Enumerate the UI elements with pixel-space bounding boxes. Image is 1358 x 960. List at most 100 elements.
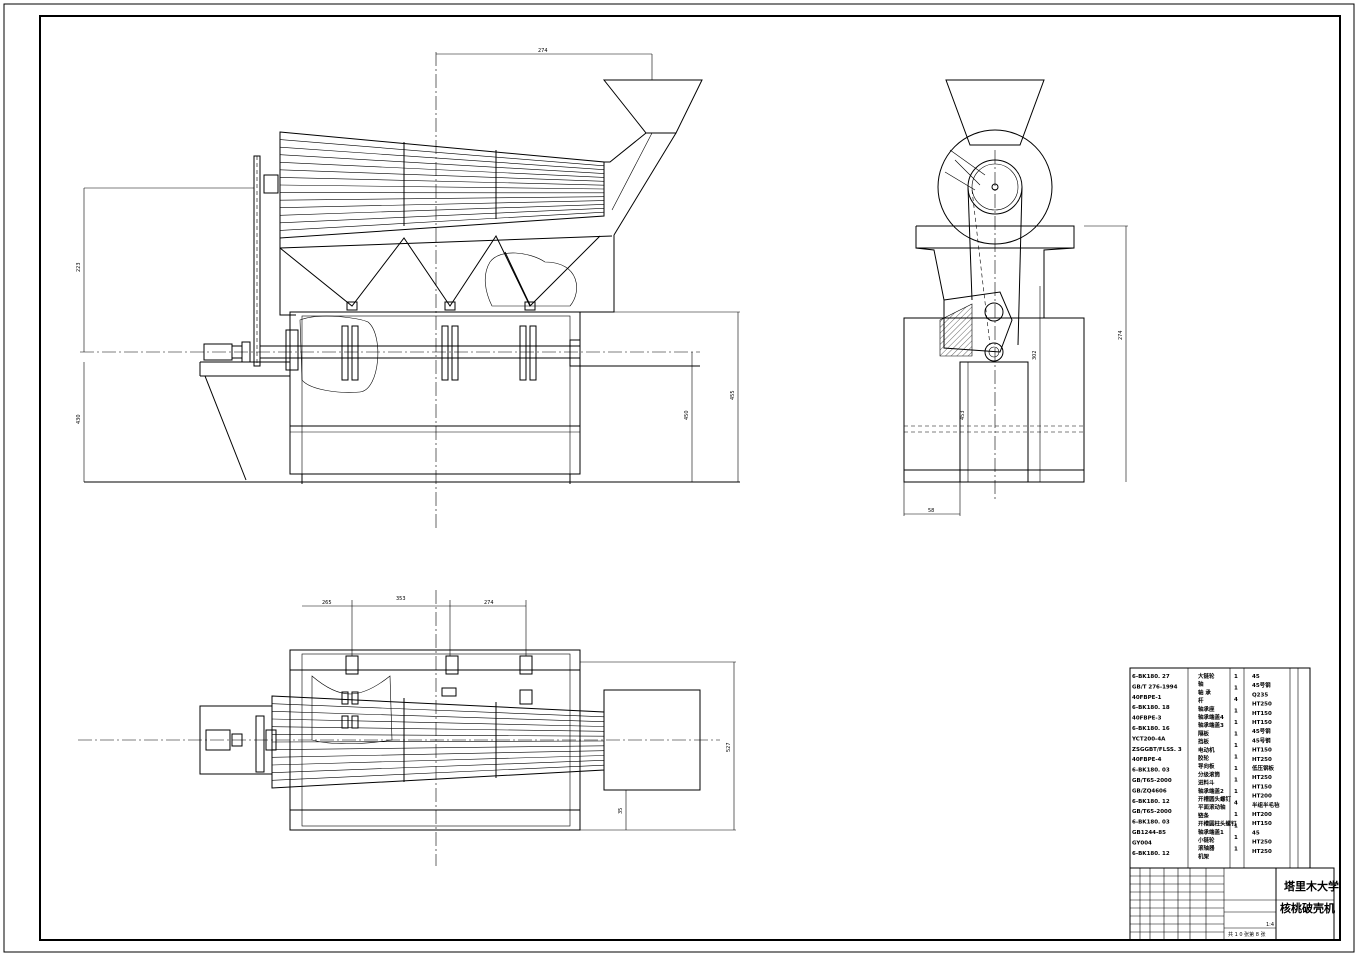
bom-cell: HT150 xyxy=(1252,821,1272,827)
drum-slat xyxy=(280,201,604,208)
bom-cell: GB/ZQ4606 xyxy=(1132,788,1167,794)
bom-cell: 6-BK180. 27 xyxy=(1132,674,1170,680)
bom-cell: 1 xyxy=(1234,743,1238,749)
bom-cell: 1 xyxy=(1234,778,1238,784)
bom-cell: 1 xyxy=(1234,812,1238,818)
dim-text: 265 xyxy=(322,600,332,606)
bom-cell: 分级滚筒 xyxy=(1198,770,1221,778)
bom-cell: 45号钢 xyxy=(1252,681,1271,689)
bom-cell: 45号钢 xyxy=(1252,727,1271,735)
bom-cell: 6-BK180. 03 xyxy=(1132,820,1170,826)
drum-slat xyxy=(280,177,604,185)
drum-slat xyxy=(280,140,604,166)
bom-cell: GB1244-85 xyxy=(1132,830,1166,836)
bom-cell: 1 xyxy=(1234,789,1238,795)
bom-cell: 链条 xyxy=(1198,811,1210,819)
dim-text: 453 xyxy=(960,410,966,420)
bom-cell: GB/T 276-1994 xyxy=(1132,684,1178,690)
bom-cell: 1 xyxy=(1234,755,1238,761)
drum-slat xyxy=(280,170,604,181)
bom-cell: 导向板 xyxy=(1198,762,1215,770)
dim-text: 353 xyxy=(396,596,406,602)
bom-cell: 隔板 xyxy=(1198,729,1210,737)
bom-cell: GY004 xyxy=(1132,840,1152,846)
bom-cell: 45 xyxy=(1252,830,1260,836)
bom-cell: HT150 xyxy=(1252,711,1272,717)
bom-cell: 40FBPE-1 xyxy=(1132,695,1162,701)
bom-cell: 40FBPE-3 xyxy=(1132,716,1162,722)
drum-slat xyxy=(272,734,604,736)
bom-cell: GB/T65-2000 xyxy=(1132,778,1172,784)
drum-slat xyxy=(280,197,604,200)
bom-cell: 1 xyxy=(1234,709,1238,715)
bom-cell: 轴 xyxy=(1198,680,1204,688)
drum-slat xyxy=(272,704,604,717)
drum-slat xyxy=(272,727,604,732)
bom-cell: 轴 承 xyxy=(1198,688,1211,696)
bom-cell: YCT200-4A xyxy=(1131,736,1166,742)
dim-text: 527 xyxy=(726,742,732,752)
bom-cell: 6-BK180. 03 xyxy=(1132,768,1170,774)
bom-cell: 40FBPE-4 xyxy=(1132,757,1162,763)
top-view: 265 353 274 527 35 xyxy=(78,590,736,866)
dim-text: 274 xyxy=(1118,330,1124,340)
bom-cell: 1 xyxy=(1234,674,1238,680)
bom-cell: 45 xyxy=(1252,674,1260,680)
side-view: 274 302 453 58 xyxy=(904,80,1128,516)
bom-cell: 1 xyxy=(1234,835,1238,841)
bom-cell: 轴承端盖4 xyxy=(1198,713,1224,721)
bom-cell: 45号钢 xyxy=(1252,736,1271,744)
scale-text: 1:4 xyxy=(1266,922,1274,928)
title-block: 塔里木大学 核桃破壳机 1:4 共 1 0 张第 8 张 xyxy=(1130,868,1339,940)
dim-text: 274 xyxy=(484,600,494,606)
drum-slat xyxy=(272,756,604,766)
dim-text: 455 xyxy=(730,390,736,400)
bom-cell: 1 xyxy=(1234,847,1238,853)
bom-cell: 大链轮 xyxy=(1198,672,1215,680)
bom-cell: 低压钢板 xyxy=(1251,764,1275,772)
drum-slat xyxy=(280,162,604,177)
bom-cell: HT250 xyxy=(1252,757,1272,763)
dim-text: 223 xyxy=(76,262,82,272)
bom-cell: 1 xyxy=(1234,766,1238,772)
bom-cell: 开槽圆头螺钉 xyxy=(1198,795,1232,803)
drum-slat xyxy=(280,208,604,223)
bom-cell: Q235 xyxy=(1252,692,1268,698)
bom-cell: HT150 xyxy=(1252,784,1272,790)
crushing-rollers xyxy=(342,326,536,380)
break-out-section xyxy=(485,253,576,306)
bom-cell: 6-BK180. 12 xyxy=(1132,851,1170,857)
bom-cell: 半组半毛毡 xyxy=(1252,801,1280,809)
bom-cell: 小链轮 xyxy=(1198,836,1215,844)
bom-cell: 1 xyxy=(1234,824,1238,830)
dim-text: 35 xyxy=(618,808,624,814)
dim-text: 274 xyxy=(538,48,548,54)
bom-cell: 4 xyxy=(1234,801,1238,807)
front-view: 274 223 450 455 430 xyxy=(76,48,740,530)
drum-slat xyxy=(280,204,604,215)
dim-text: 302 xyxy=(1032,350,1038,360)
bom-cell: HT250 xyxy=(1252,840,1272,846)
bom-cell: 6-BK180. 12 xyxy=(1132,799,1170,805)
product-name: 核桃破壳机 xyxy=(1280,901,1335,915)
bom-cell: 1 xyxy=(1234,686,1238,692)
dim-text: 58 xyxy=(928,508,934,514)
dim-text: 430 xyxy=(76,414,82,424)
bom-cell: 平面滚动轴 xyxy=(1198,803,1226,811)
bom-cell: 轴承端盖2 xyxy=(1198,787,1224,795)
bom-cell: 6-BK180. 16 xyxy=(1132,726,1170,732)
company-name: 塔里木大学 xyxy=(1284,879,1339,893)
bom-cell: GB/T65-2000 xyxy=(1132,809,1172,815)
bom-cell: HT250 xyxy=(1252,702,1272,708)
bom-cell: HT250 xyxy=(1252,775,1272,781)
grading-drum xyxy=(280,132,604,238)
sheet-count: 共 1 0 张第 8 张 xyxy=(1228,931,1266,938)
bom-cell: 进料斗 xyxy=(1198,779,1215,787)
bom-cell: 1 xyxy=(1234,720,1238,726)
drum-slat xyxy=(272,746,604,750)
bom-cell: ZSGGBT/FLSS. 3 xyxy=(1132,747,1182,753)
bom-cell: 挡板 xyxy=(1198,738,1210,746)
bom-cell: 开槽圆柱头螺钉 xyxy=(1198,820,1237,828)
